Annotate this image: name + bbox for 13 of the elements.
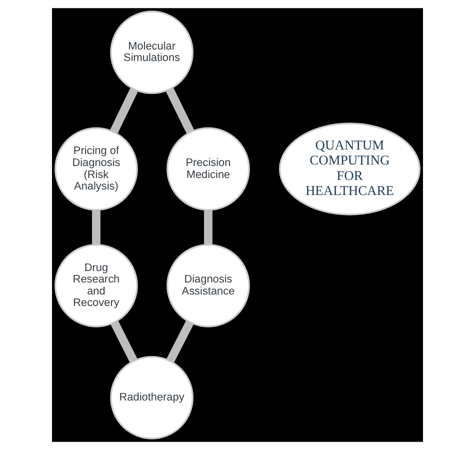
- node-circle: Precision Medicine: [166, 127, 250, 211]
- node-circle: Radiotherapy: [110, 356, 193, 440]
- connector: [166, 320, 194, 363]
- node-ellipse: QUANTUM COMPUTING FOR HEALTHCARE: [278, 122, 420, 216]
- connector: [109, 88, 138, 134]
- node-circle: Molecular Simulations: [110, 10, 193, 94]
- node-circle: Diagnosis Assistance: [166, 244, 250, 328]
- connector: [110, 320, 137, 363]
- connector: [204, 210, 212, 244]
- connector: [92, 210, 100, 244]
- node-circle: Pricing of Diagnosis (Risk Analysis): [54, 127, 138, 211]
- connector: [165, 87, 194, 134]
- node-circle: Drug Research and Recovery: [54, 244, 138, 328]
